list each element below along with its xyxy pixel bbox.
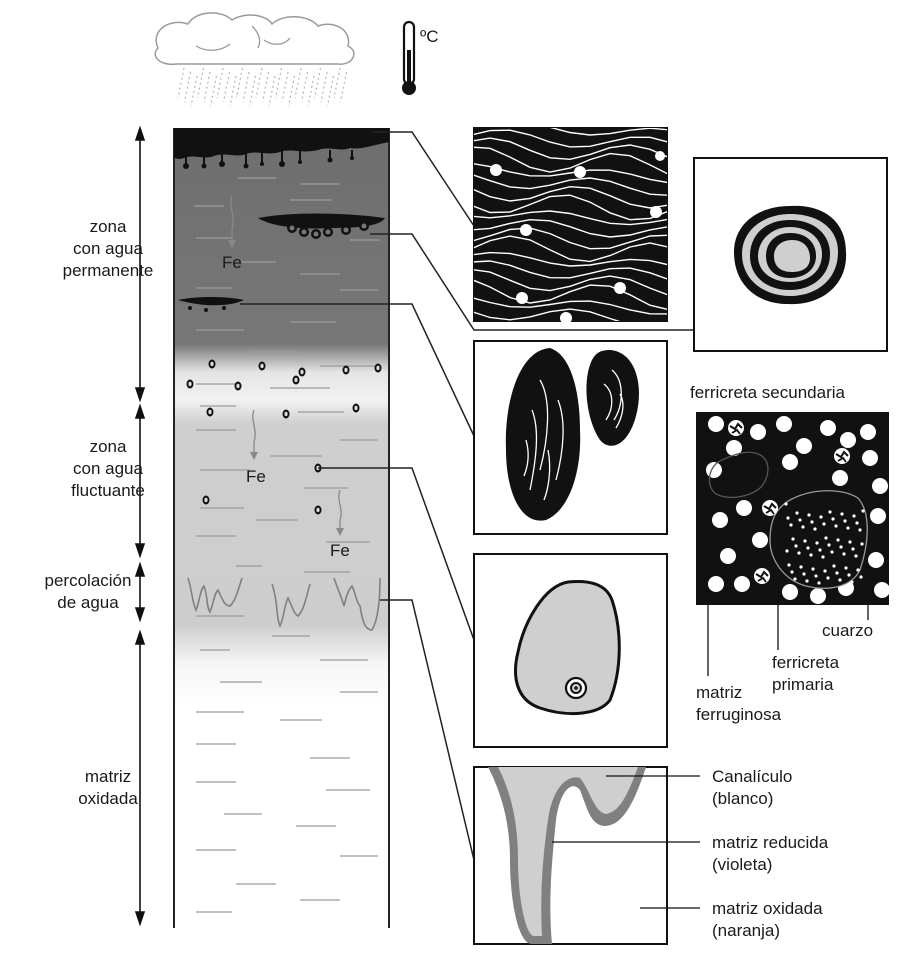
fe-label-3: Fe — [330, 541, 350, 560]
zone-fluctuating-line3: fluctuante — [71, 481, 145, 500]
primary-ferricrete-line1: ferricreta — [772, 653, 840, 672]
zone-permanent-line2: con agua — [73, 239, 143, 258]
fe-label-1: Fe — [222, 253, 242, 272]
zone-permanent-line3: permanente — [63, 261, 154, 280]
reduced-matrix-sublabel: (violeta) — [712, 855, 772, 874]
soil-column: Fe Fe Fe — [174, 128, 389, 928]
quartz-label: cuarzo — [822, 621, 873, 640]
canalicule-label: Canalículo — [712, 767, 792, 786]
zone-percolation-line2: de agua — [57, 593, 119, 612]
thermometer-icon — [402, 22, 416, 95]
canalicule-sublabel: (blanco) — [712, 789, 773, 808]
ferruginous-matrix-line2: ferruginosa — [696, 705, 782, 724]
zone-percolation-line1: percolación — [45, 571, 132, 590]
nodule-detail-panel — [474, 554, 667, 747]
zone-fluctuating-line2: con agua — [73, 459, 143, 478]
oxidized-matrix-label: matriz oxidada — [712, 899, 823, 918]
reduced-matrix-label: matriz reducida — [712, 833, 829, 852]
fe-label-2: Fe — [246, 467, 266, 486]
oxidized-matrix-sublabel: (naranja) — [712, 921, 780, 940]
pisolith-panel — [694, 158, 887, 351]
zone-permanent-line1: zona — [90, 217, 127, 236]
zone-fluctuating-line1: zona — [90, 437, 127, 456]
primary-ferricrete-line2: primaria — [772, 675, 834, 694]
cloud-rain-icon — [155, 13, 354, 106]
nodules-panel — [474, 341, 667, 534]
ferricrete-panel — [696, 412, 890, 605]
secondary-ferricrete-title: ferricreta secundaria — [690, 383, 846, 402]
zone-oxidized-line1: matriz — [85, 767, 131, 786]
zone-oxidized-line2: oxidada — [78, 789, 138, 808]
laminated-crust-panel — [470, 121, 670, 326]
temperature-unit: ºC — [420, 27, 439, 46]
ferruginous-matrix-line1: matriz — [696, 683, 742, 702]
canaliculus-panel — [474, 767, 667, 944]
